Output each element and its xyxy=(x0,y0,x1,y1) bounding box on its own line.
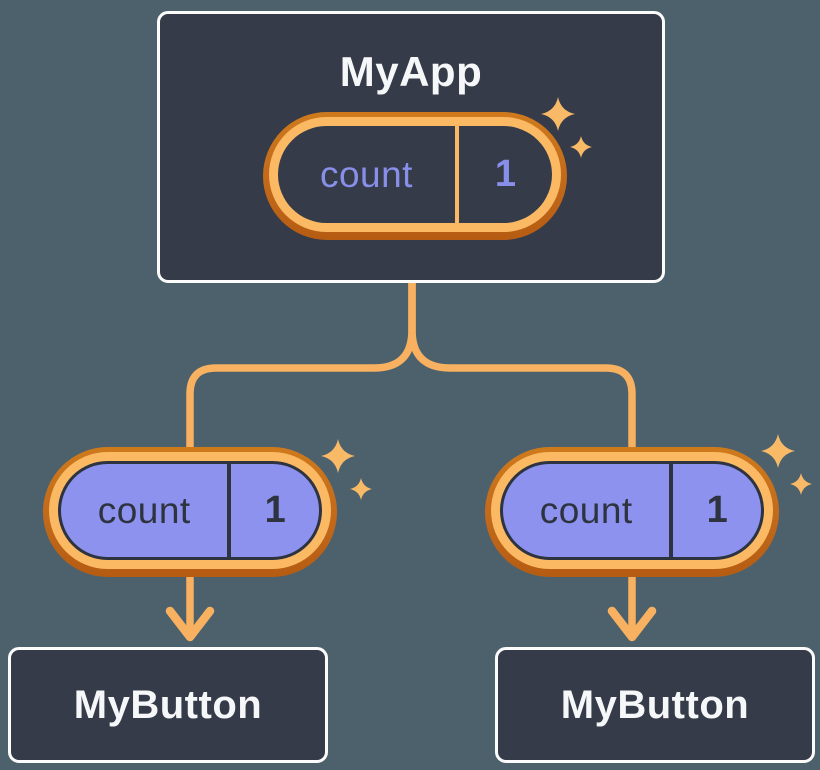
prop-value: 1 xyxy=(264,489,286,531)
sparkle-icon xyxy=(321,439,372,500)
arrowhead-down-right-icon xyxy=(607,606,657,642)
component-title: MyApp xyxy=(339,48,483,95)
pill-outer-ring: count 1 xyxy=(485,447,779,577)
pill-body: count 1 xyxy=(58,461,322,560)
component-box-mybutton-left: MyButton xyxy=(8,647,328,763)
prop-name-cell: count xyxy=(503,464,669,557)
arrowhead-down-left-icon xyxy=(165,606,215,642)
prop-name: count xyxy=(97,489,191,531)
sparkle-icon xyxy=(541,97,592,158)
sparkle-icon xyxy=(761,434,812,495)
pill-body: count 1 xyxy=(278,126,552,223)
pill-divider xyxy=(669,464,674,557)
prop-value-cell: 1 xyxy=(231,464,319,557)
pill-body: count 1 xyxy=(500,461,764,560)
component-box-mybutton-right: MyButton xyxy=(495,647,815,763)
prop-value: 1 xyxy=(706,489,728,531)
pill-inner-ring: count 1 xyxy=(269,117,561,232)
pill-inner-ring: count 1 xyxy=(49,452,331,569)
state-pill-root: count 1 xyxy=(263,112,567,240)
prop-name-cell: count xyxy=(61,464,227,557)
state-name-cell: count xyxy=(278,126,455,223)
prop-pill-left: count 1 xyxy=(43,447,337,577)
prop-pill-right: count 1 xyxy=(485,447,779,577)
pill-outer-ring: count 1 xyxy=(43,447,337,577)
component-title: MyButton xyxy=(73,682,263,727)
component-title: MyButton xyxy=(560,682,750,727)
prop-value-cell: 1 xyxy=(673,464,761,557)
pill-inner-ring: count 1 xyxy=(491,452,773,569)
state-value: 1 xyxy=(494,153,517,195)
state-value-cell: 1 xyxy=(459,126,552,223)
pill-divider xyxy=(454,126,459,223)
connector-branch-right xyxy=(408,279,636,636)
pill-divider xyxy=(227,464,232,557)
state-name: count xyxy=(319,153,413,195)
pill-outer-ring: count 1 xyxy=(263,112,567,240)
prop-name: count xyxy=(539,489,633,531)
